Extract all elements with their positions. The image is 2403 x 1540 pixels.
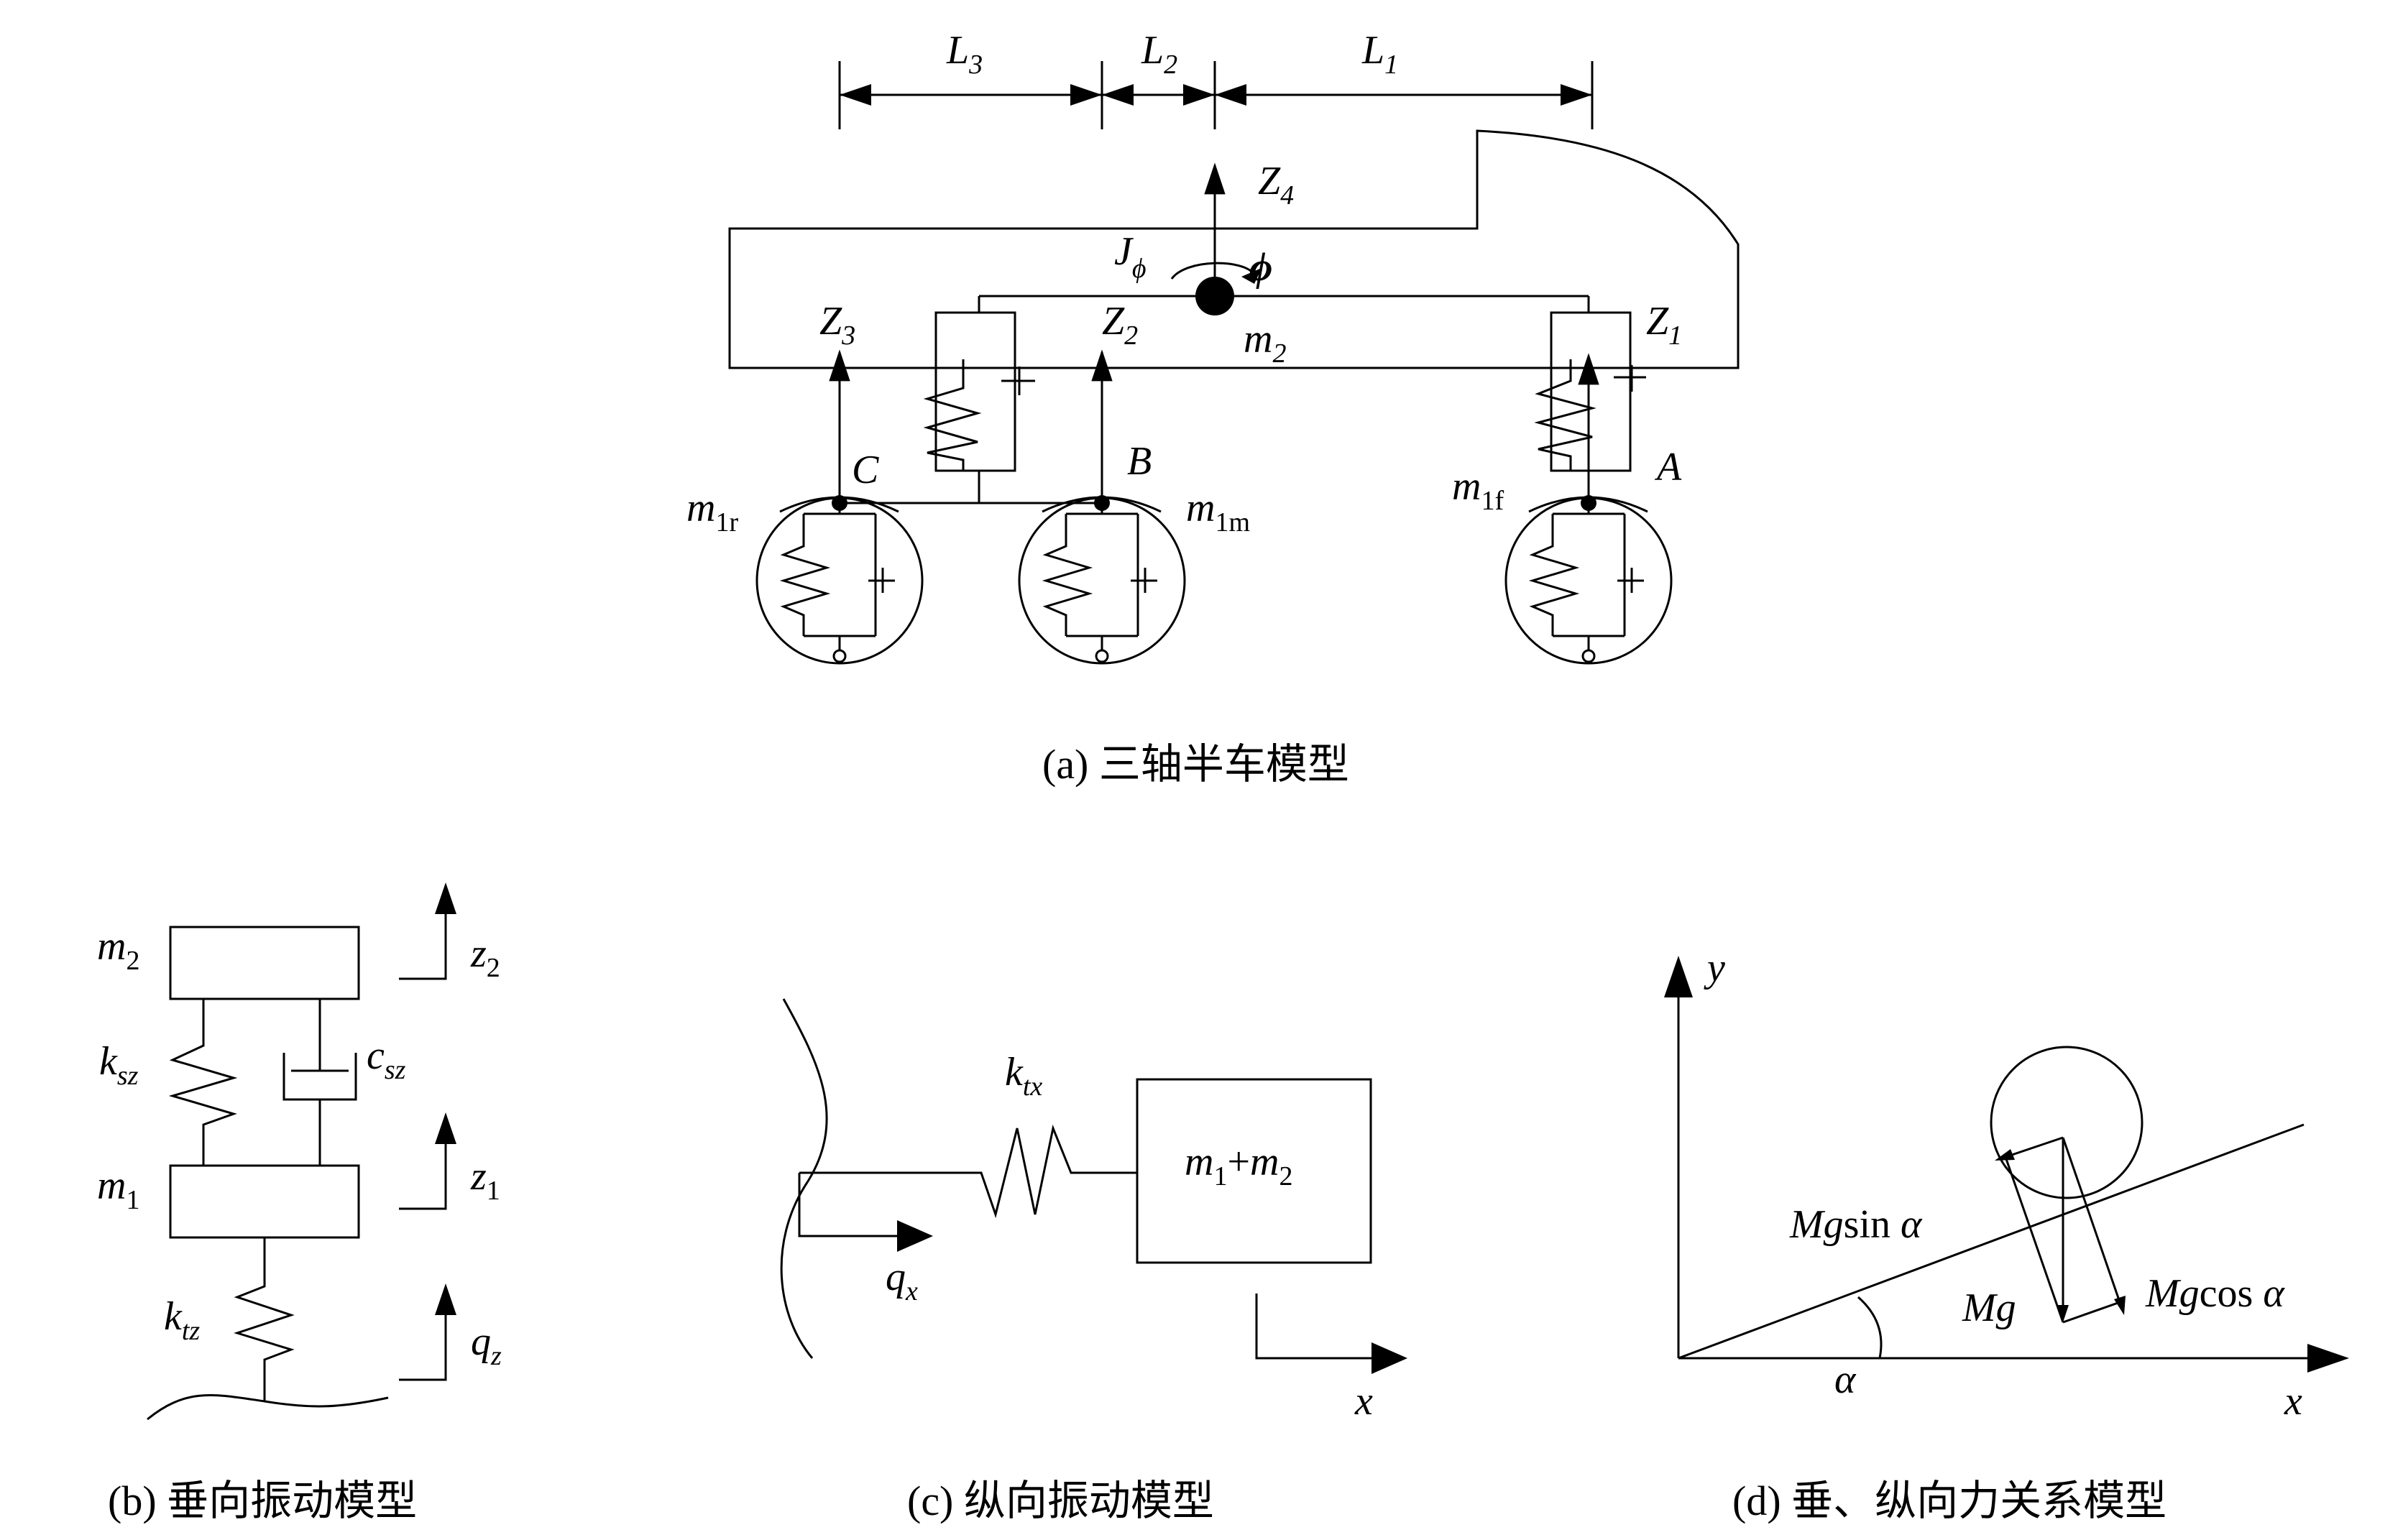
y-axis-label: y	[1704, 946, 1725, 990]
m1-label-b: m1	[97, 1163, 139, 1215]
z2-label: Z2	[1102, 299, 1138, 351]
z1-label-b: z1	[470, 1154, 500, 1206]
spring-ksz	[168, 999, 238, 1166]
z2-indicator	[399, 882, 456, 980]
spring-ktz	[234, 1237, 295, 1401]
x-axis-arrow-icon	[2307, 1344, 2349, 1373]
panel-d-force-relationship: y x α Mgsin α Mg Mgcos α (d) 垂、纵向力关系模型	[1664, 946, 2349, 1524]
z3-label: Z3	[819, 299, 855, 351]
mass-block-c	[1136, 1078, 1372, 1264]
ksz-label: ksz	[99, 1039, 139, 1091]
x-axis-label-d: x	[2284, 1379, 2302, 1424]
point-c-label: C	[852, 448, 879, 492]
road-surface-b	[147, 1393, 389, 1421]
m1f-label: m1f	[1452, 464, 1504, 516]
qz-label: qz	[471, 1319, 502, 1371]
csz-label: csz	[367, 1033, 406, 1085]
point-a-label: A	[1654, 445, 1682, 489]
wheel-front	[1504, 471, 1673, 665]
mass-m2-block	[169, 926, 360, 1000]
m2-label-b: m2	[97, 924, 139, 976]
wheel-rear	[755, 495, 924, 665]
j-phi-label: Jϕ	[1114, 229, 1147, 284]
alpha-angle-label: α	[1834, 1357, 1857, 1402]
qz-indicator	[399, 1283, 456, 1381]
x-label-c: x	[1354, 1379, 1373, 1424]
center-of-mass-dot	[1195, 277, 1234, 315]
caption-a: (a) 三轴半车模型	[1042, 741, 1349, 788]
parallelogram-side-2	[2062, 1299, 2125, 1324]
z1-label: Z1	[1646, 299, 1682, 351]
damper-csz	[282, 999, 357, 1166]
tire-contour-c	[780, 998, 828, 1359]
point-b-label: B	[1127, 439, 1152, 484]
qx-indicator	[798, 1173, 933, 1252]
ktx-label: ktx	[1005, 1050, 1042, 1102]
spring-ktx	[799, 1124, 1137, 1219]
m1r-label: m1r	[686, 486, 738, 538]
dim-l3-label: L3	[946, 28, 983, 80]
z2-label-b: z2	[470, 931, 500, 983]
mg-sin-label: Mgsin α	[1789, 1202, 1923, 1247]
rotation-arrow	[1170, 262, 1256, 280]
ktz-label: ktz	[164, 1294, 200, 1346]
z1-indicator	[399, 1112, 456, 1210]
mg-sin-vector	[2005, 1136, 2064, 1158]
x-indicator-c	[1255, 1294, 1407, 1374]
mg-label: Mg	[1962, 1286, 2016, 1330]
wheel-middle	[1018, 495, 1186, 665]
m1m-label: m1m	[1186, 486, 1250, 538]
dim-l1-label: L1	[1361, 28, 1398, 80]
wheel-on-incline	[1990, 1046, 2144, 1199]
qx-label: qx	[886, 1255, 918, 1306]
angle-arc	[1857, 1296, 1883, 1359]
mass-m1-block	[169, 1164, 360, 1239]
y-axis-arrow-icon	[1664, 956, 1693, 997]
caption-d: (d) 垂、纵向力关系模型	[1732, 1477, 2167, 1524]
dim-l2-label: L2	[1141, 28, 1177, 80]
panel-a-half-vehicle-model: L3 L2 L1 Z4 Jϕ ϕ m2	[686, 28, 1740, 788]
m2-label-a: m2	[1244, 317, 1286, 369]
mg-cos-vector	[2062, 1137, 2122, 1305]
rear-suspension	[923, 296, 1035, 503]
phi-label: ϕ	[1249, 245, 1272, 290]
caption-b: (b) 垂向振动模型	[108, 1477, 417, 1524]
incline-line	[1678, 1123, 2305, 1360]
z4-label: Z4	[1258, 159, 1294, 211]
front-suspension	[1534, 296, 1646, 472]
dimension-lines	[838, 61, 1594, 129]
mass-label-c: m1+m2	[1185, 1140, 1293, 1191]
panel-b-vertical-model: m2 m1 ksz csz ktz z2 z1	[97, 882, 502, 1524]
mg-cos-label: Mgcos α	[2145, 1271, 2285, 1316]
panel-c-longitudinal-model: ktx m1+m2 qx x (c) 纵向振动模型	[780, 998, 1407, 1524]
caption-c: (c) 纵向振动模型	[907, 1477, 1214, 1524]
parallelogram-side-1	[2004, 1156, 2064, 1323]
vehicle-body-outline	[728, 129, 1740, 369]
